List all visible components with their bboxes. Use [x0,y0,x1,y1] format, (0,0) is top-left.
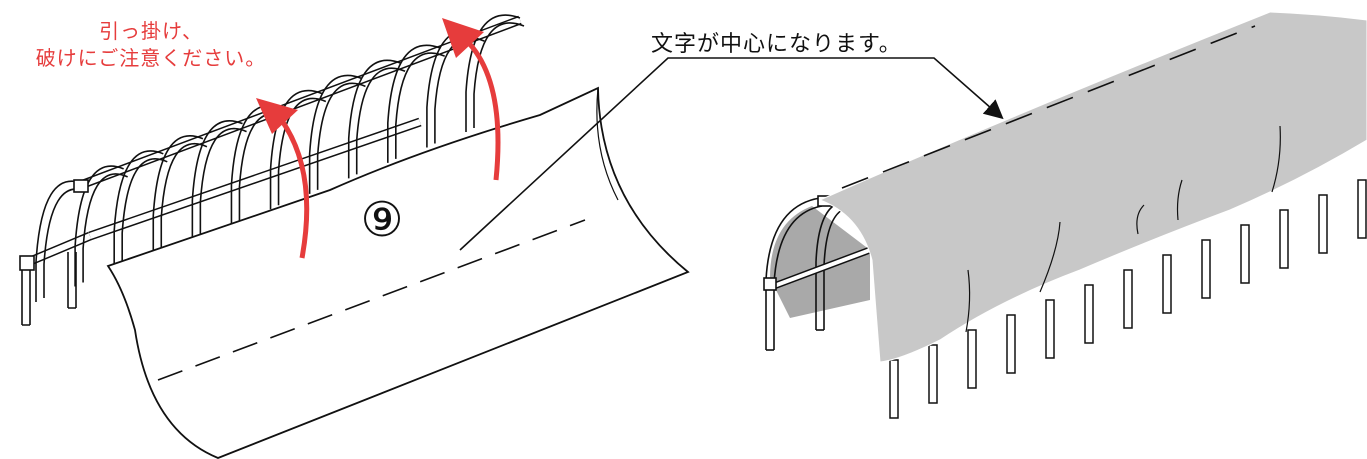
left-tunnel-frame [19,14,525,326]
right-cover [818,11,1367,363]
right-leg [1162,254,1172,314]
right-leg [1045,299,1055,359]
left-hoop [387,44,442,163]
right-leg [1006,314,1016,374]
left-hoops [35,14,525,302]
pull-arrow-right-head [442,18,484,58]
left-hoop [308,74,362,194]
left-hoop-inner [121,158,168,268]
left-hoop [113,150,164,272]
left-hoop-inner [473,22,525,128]
left-hoop-inner [82,173,128,283]
left-hoop-inner [395,52,446,159]
pull-arrow-right [464,38,501,181]
left-hoop [152,135,204,256]
left-hoop-inner [160,142,208,252]
right-leg [1123,269,1133,329]
right-leg [1279,209,1289,269]
right-leg [1084,284,1094,344]
pull-arrow-left [277,116,310,259]
left-hoop-inner [316,82,366,190]
pull-arrow-left-head [256,98,298,134]
right-leg [1240,224,1250,284]
left-sheet [106,86,690,459]
center-note-label: 文字が中心になります。 [651,32,902,57]
left-hoop [191,119,243,241]
left-hoop-inner [199,127,247,237]
right-leg [1201,239,1211,299]
caution-text: 引っ掛け、 破けにご注意ください。 [6,18,296,72]
left-hoop-inner [355,67,406,175]
pull-arrows [256,18,501,259]
right-legs [889,179,1367,419]
callout-leader [459,57,1004,251]
caution-line-1: 引っ掛け、 [99,19,203,43]
right-tunnel [763,11,1367,419]
right-leg [889,359,899,419]
step-number-9: ⑨ [360,192,404,248]
right-leg [1357,179,1367,239]
caution-line-2: 破けにご注意ください。 [35,46,267,70]
left-hoop [347,59,402,179]
right-leg [967,329,977,389]
right-leg [928,344,938,404]
right-leg [1318,194,1328,254]
